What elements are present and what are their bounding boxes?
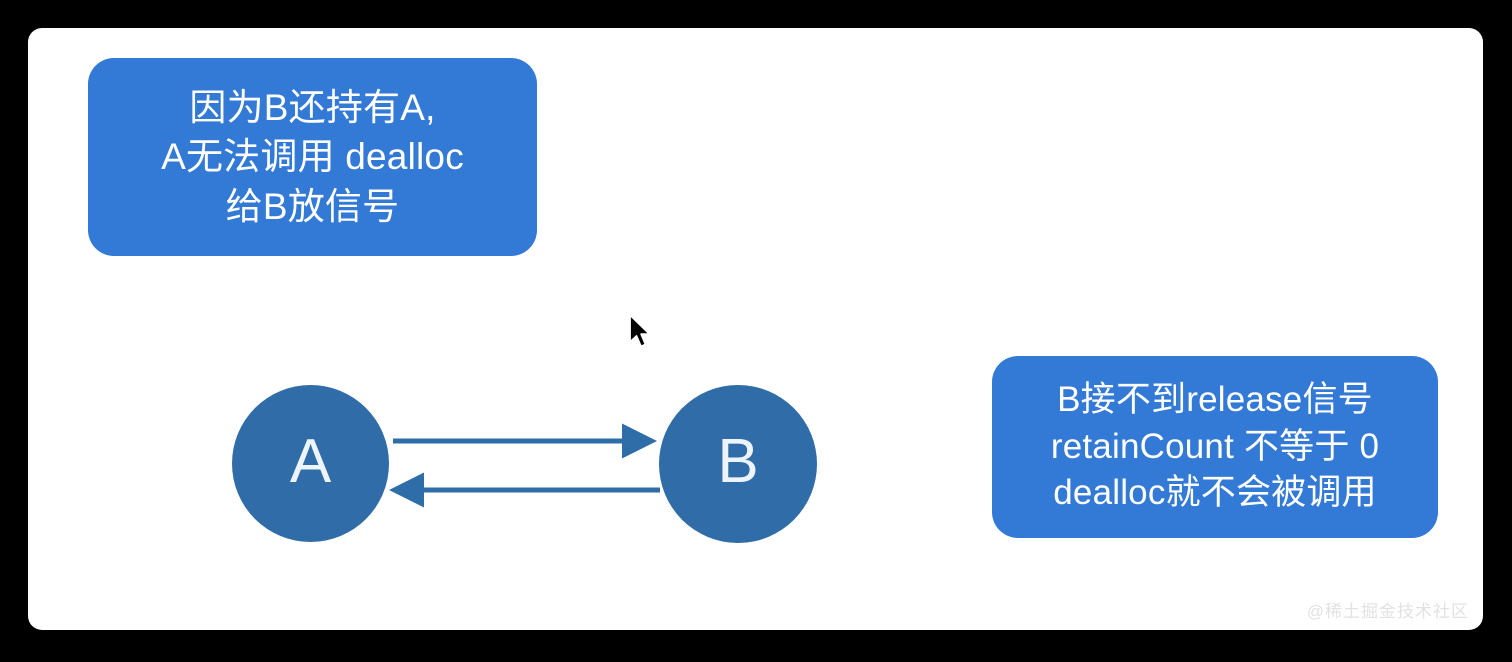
diagram-canvas: 因为B还持有A, A无法调用 dealloc 给B放信号 B接不到release… (28, 28, 1483, 630)
callout-left: 因为B还持有A, A无法调用 dealloc 给B放信号 (88, 58, 537, 256)
node-b: B (659, 385, 817, 543)
node-a-label: A (289, 426, 332, 496)
callout-right: B接不到release信号 retainCount 不等于 0 dealloc就… (992, 356, 1438, 538)
callout-right-line-2: retainCount 不等于 0 (1050, 426, 1380, 466)
callout-right-line-3: dealloc就不会被调用 (1053, 473, 1377, 513)
node-b-label: B (717, 427, 759, 496)
callout-left-line-3: 给B放信号 (225, 185, 400, 227)
mouse-pointer-icon (629, 314, 651, 348)
watermark: @稀土掘金技术社区 (1306, 602, 1469, 621)
callout-left-line-2: A无法调用 dealloc (161, 136, 464, 178)
callout-left-line-1: 因为B还持有A, (189, 87, 436, 129)
node-a: A (232, 385, 389, 542)
callout-right-line-1: B接不到release信号 (1057, 380, 1373, 420)
